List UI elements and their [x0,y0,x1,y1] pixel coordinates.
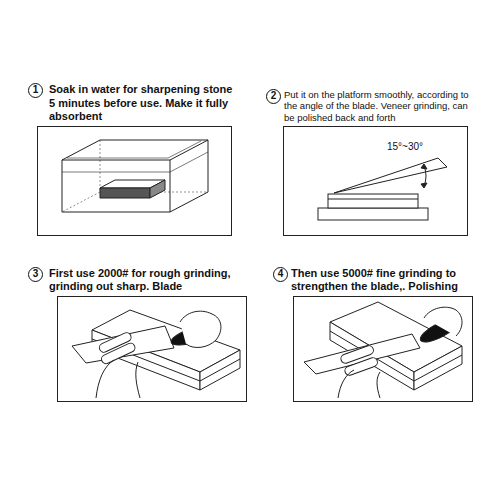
step-heading: Put it on the platform smoothly, accordi… [284,89,480,123]
blade [72,326,174,363]
fine-grinding [304,302,463,398]
step-heading: First use 2000# for rough grinding, grin… [49,267,245,293]
arrow-head [421,164,427,188]
blade [334,158,447,193]
callout-number: 4 [273,267,288,282]
left-hand [96,360,140,398]
soaking-tray [62,140,208,212]
rough-grinding [72,310,240,398]
callout-number: 2 [266,89,281,104]
tray-walls [62,140,208,212]
right-hand [180,311,221,347]
stone-front [100,188,150,198]
right-hand [424,307,462,336]
tray-hidden-edges [62,140,208,212]
step-heading: Then use 5000# fine grinding to strength… [291,267,483,293]
step-panel: Then use 5000# fine grinding to strength… [293,296,473,402]
stone [328,194,418,208]
angle-label: 15°~30° [386,141,424,152]
finger [100,342,136,365]
stone-layer [328,199,418,200]
tray-rim [62,140,208,160]
water-line [62,152,208,172]
angle-illustration [318,158,447,220]
platform [318,208,428,220]
callout-number: 3 [28,267,43,282]
callout-number: 1 [28,83,43,98]
left-hand [338,370,380,398]
stone-side [150,180,165,198]
step-panel: Soak in water for sharpening stone 5 min… [37,126,232,236]
tray-inner-rim [67,141,201,158]
step-panel: Put it on the platform smoothly, accordi… [283,126,468,236]
step-panel: First use 2000# for rough grinding, grin… [57,296,247,402]
step-heading: Soak in water for sharpening stone 5 min… [49,83,235,123]
